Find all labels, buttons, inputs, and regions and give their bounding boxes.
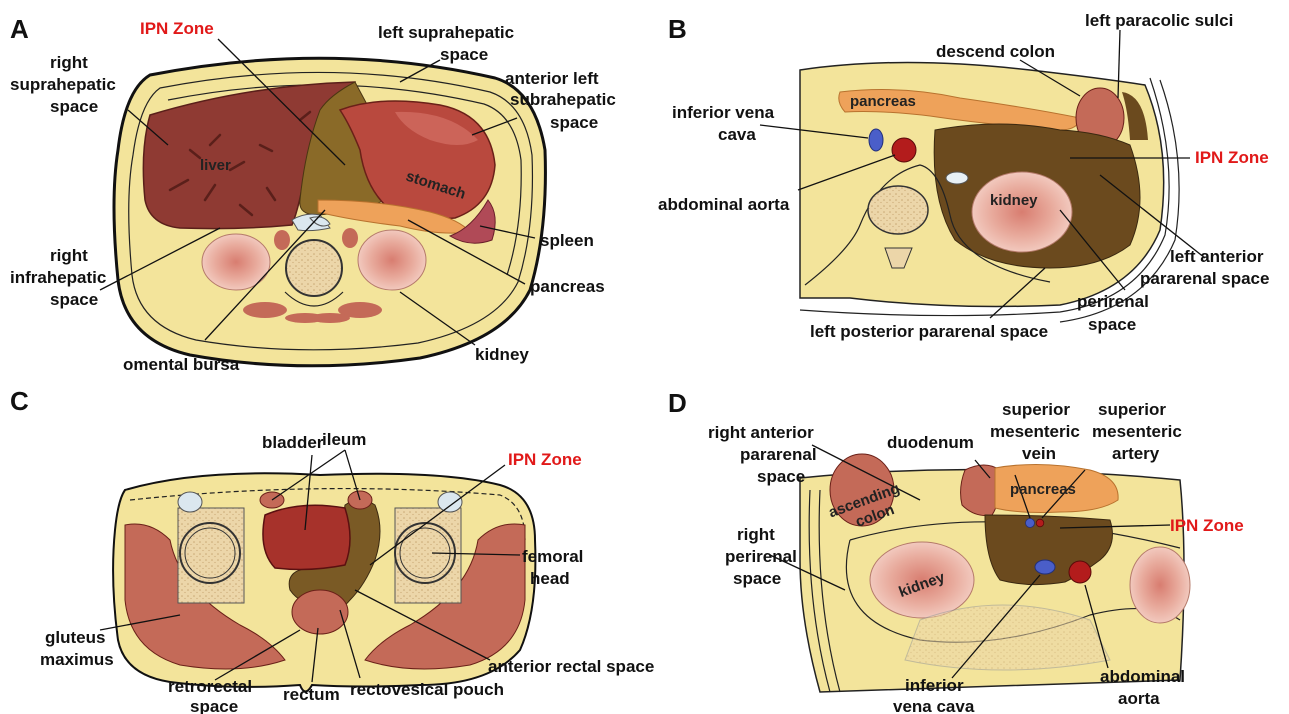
panel-d-sma: [1036, 519, 1044, 527]
panel-d-aorta: [1069, 561, 1091, 583]
a-left-supra-l1: left suprahepatic: [378, 23, 514, 42]
d-rpr-l1: right: [737, 525, 775, 544]
a-kidney-label: kidney: [475, 345, 529, 364]
c-ileum-label: ileum: [322, 430, 366, 449]
a-liver-label: liver: [200, 157, 231, 174]
b-peri-l1: perirenal: [1077, 292, 1149, 311]
a-right-infra-l3: space: [50, 290, 98, 309]
d-smv-l3: vein: [1022, 444, 1056, 463]
panel-b-ivc: [869, 129, 883, 151]
panel-b: B left paracolic sulci d: [658, 11, 1269, 341]
panel-a-kidney-left: [358, 230, 426, 290]
b-aorta-label: abdominal aorta: [658, 195, 790, 214]
panel-c: C bladder ileum: [10, 386, 654, 714]
d-rap-l3: space: [757, 467, 805, 486]
d-duodenum-label: duodenum: [887, 433, 974, 452]
d-rpr-l2: perirenal: [725, 547, 797, 566]
b-ivc-l1: inferior vena: [672, 103, 775, 122]
a-ant-left-l3: space: [550, 113, 598, 132]
d-rap-l2: pararenal: [740, 445, 817, 464]
d-rpr-l3: space: [733, 569, 781, 588]
panel-b-letter: B: [668, 14, 687, 44]
b-lpp-label: left posterior pararenal space: [810, 322, 1048, 341]
c-retro-l2: space: [190, 697, 238, 714]
panel-b-vertebra: [868, 186, 928, 234]
d-sma-l2: mesenteric: [1092, 422, 1182, 441]
a-ant-left-l1: anterior left: [505, 69, 599, 88]
panel-b-aorta: [892, 138, 916, 162]
a-right-infra-l2: infrahepatic: [10, 268, 106, 287]
d-ivc-l2: vena cava: [893, 697, 975, 714]
panel-d-letter: D: [668, 388, 687, 418]
b-lap-l1: left anterior: [1170, 247, 1264, 266]
c-ipn-label: IPN Zone: [508, 450, 582, 469]
c-retro-l1: retrorectal: [168, 677, 252, 696]
a-right-supra-l1: right: [50, 53, 88, 72]
b-ipn-label: IPN Zone: [1195, 148, 1269, 167]
a-right-supra-l3: space: [50, 97, 98, 116]
d-sma-l3: artery: [1112, 444, 1160, 463]
panel-a-letter: A: [10, 14, 29, 44]
a-omental-label: omental bursa: [123, 355, 240, 374]
d-pancreas-label: pancreas: [1010, 481, 1076, 498]
b-pancreas-label: pancreas: [850, 93, 916, 110]
a-ant-left-l2: subrahepatic: [510, 90, 616, 109]
a-right-infra-l1: right: [50, 246, 88, 265]
panel-a: A: [10, 14, 616, 374]
d-smv-l2: mesenteric: [990, 422, 1080, 441]
c-bladder-label: bladder: [262, 433, 324, 452]
b-ivc-l2: cava: [718, 125, 756, 144]
a-left-supra-l2: space: [440, 45, 488, 64]
a-right-supra-l2: suprahepatic: [10, 75, 116, 94]
d-ivc-l1: inferior: [905, 676, 964, 695]
d-ipn-label: IPN Zone: [1170, 516, 1244, 535]
a-spleen-label: spleen: [540, 231, 594, 250]
d-smv-l1: superior: [1002, 400, 1070, 419]
panel-b-kidney: [972, 172, 1072, 252]
d-rap-l1: right anterior: [708, 423, 814, 442]
b-descend-label: descend colon: [936, 42, 1055, 61]
a-pancreas-label: pancreas: [530, 277, 605, 296]
c-gluteus-l2: maximus: [40, 650, 114, 669]
panel-c-rectum: [292, 590, 348, 634]
c-rectum-label: rectum: [283, 685, 340, 704]
c-rectovesical-label: rectovesical pouch: [350, 680, 504, 699]
c-femoral-l1: femoral: [522, 547, 583, 566]
panel-c-letter: C: [10, 386, 29, 416]
panel-a-kidney-right: [202, 234, 270, 290]
d-sma-l1: superior: [1098, 400, 1166, 419]
c-femoral-l2: head: [530, 569, 570, 588]
c-ant-rectal-label: anterior rectal space: [488, 657, 654, 676]
b-peri-l2: space: [1088, 315, 1136, 334]
b-paracolic-label: left paracolic sulci: [1085, 11, 1233, 30]
panel-d: D super: [668, 388, 1244, 714]
panel-d-ivc: [1035, 560, 1055, 574]
b-kidney-label: kidney: [990, 192, 1038, 209]
panel-d-duodenum: [961, 465, 1001, 516]
d-aorta-l1: abdominal: [1100, 667, 1185, 686]
panel-a-vertebra: [286, 240, 342, 296]
panel-d-smv: [1026, 519, 1035, 528]
c-gluteus-l1: gluteus: [45, 628, 105, 647]
panel-c-femoral-right: [180, 523, 240, 583]
d-aorta-l2: aorta: [1118, 689, 1160, 708]
a-ipn-label: IPN Zone: [140, 19, 214, 38]
b-lap-l2: pararenal space: [1140, 269, 1269, 288]
